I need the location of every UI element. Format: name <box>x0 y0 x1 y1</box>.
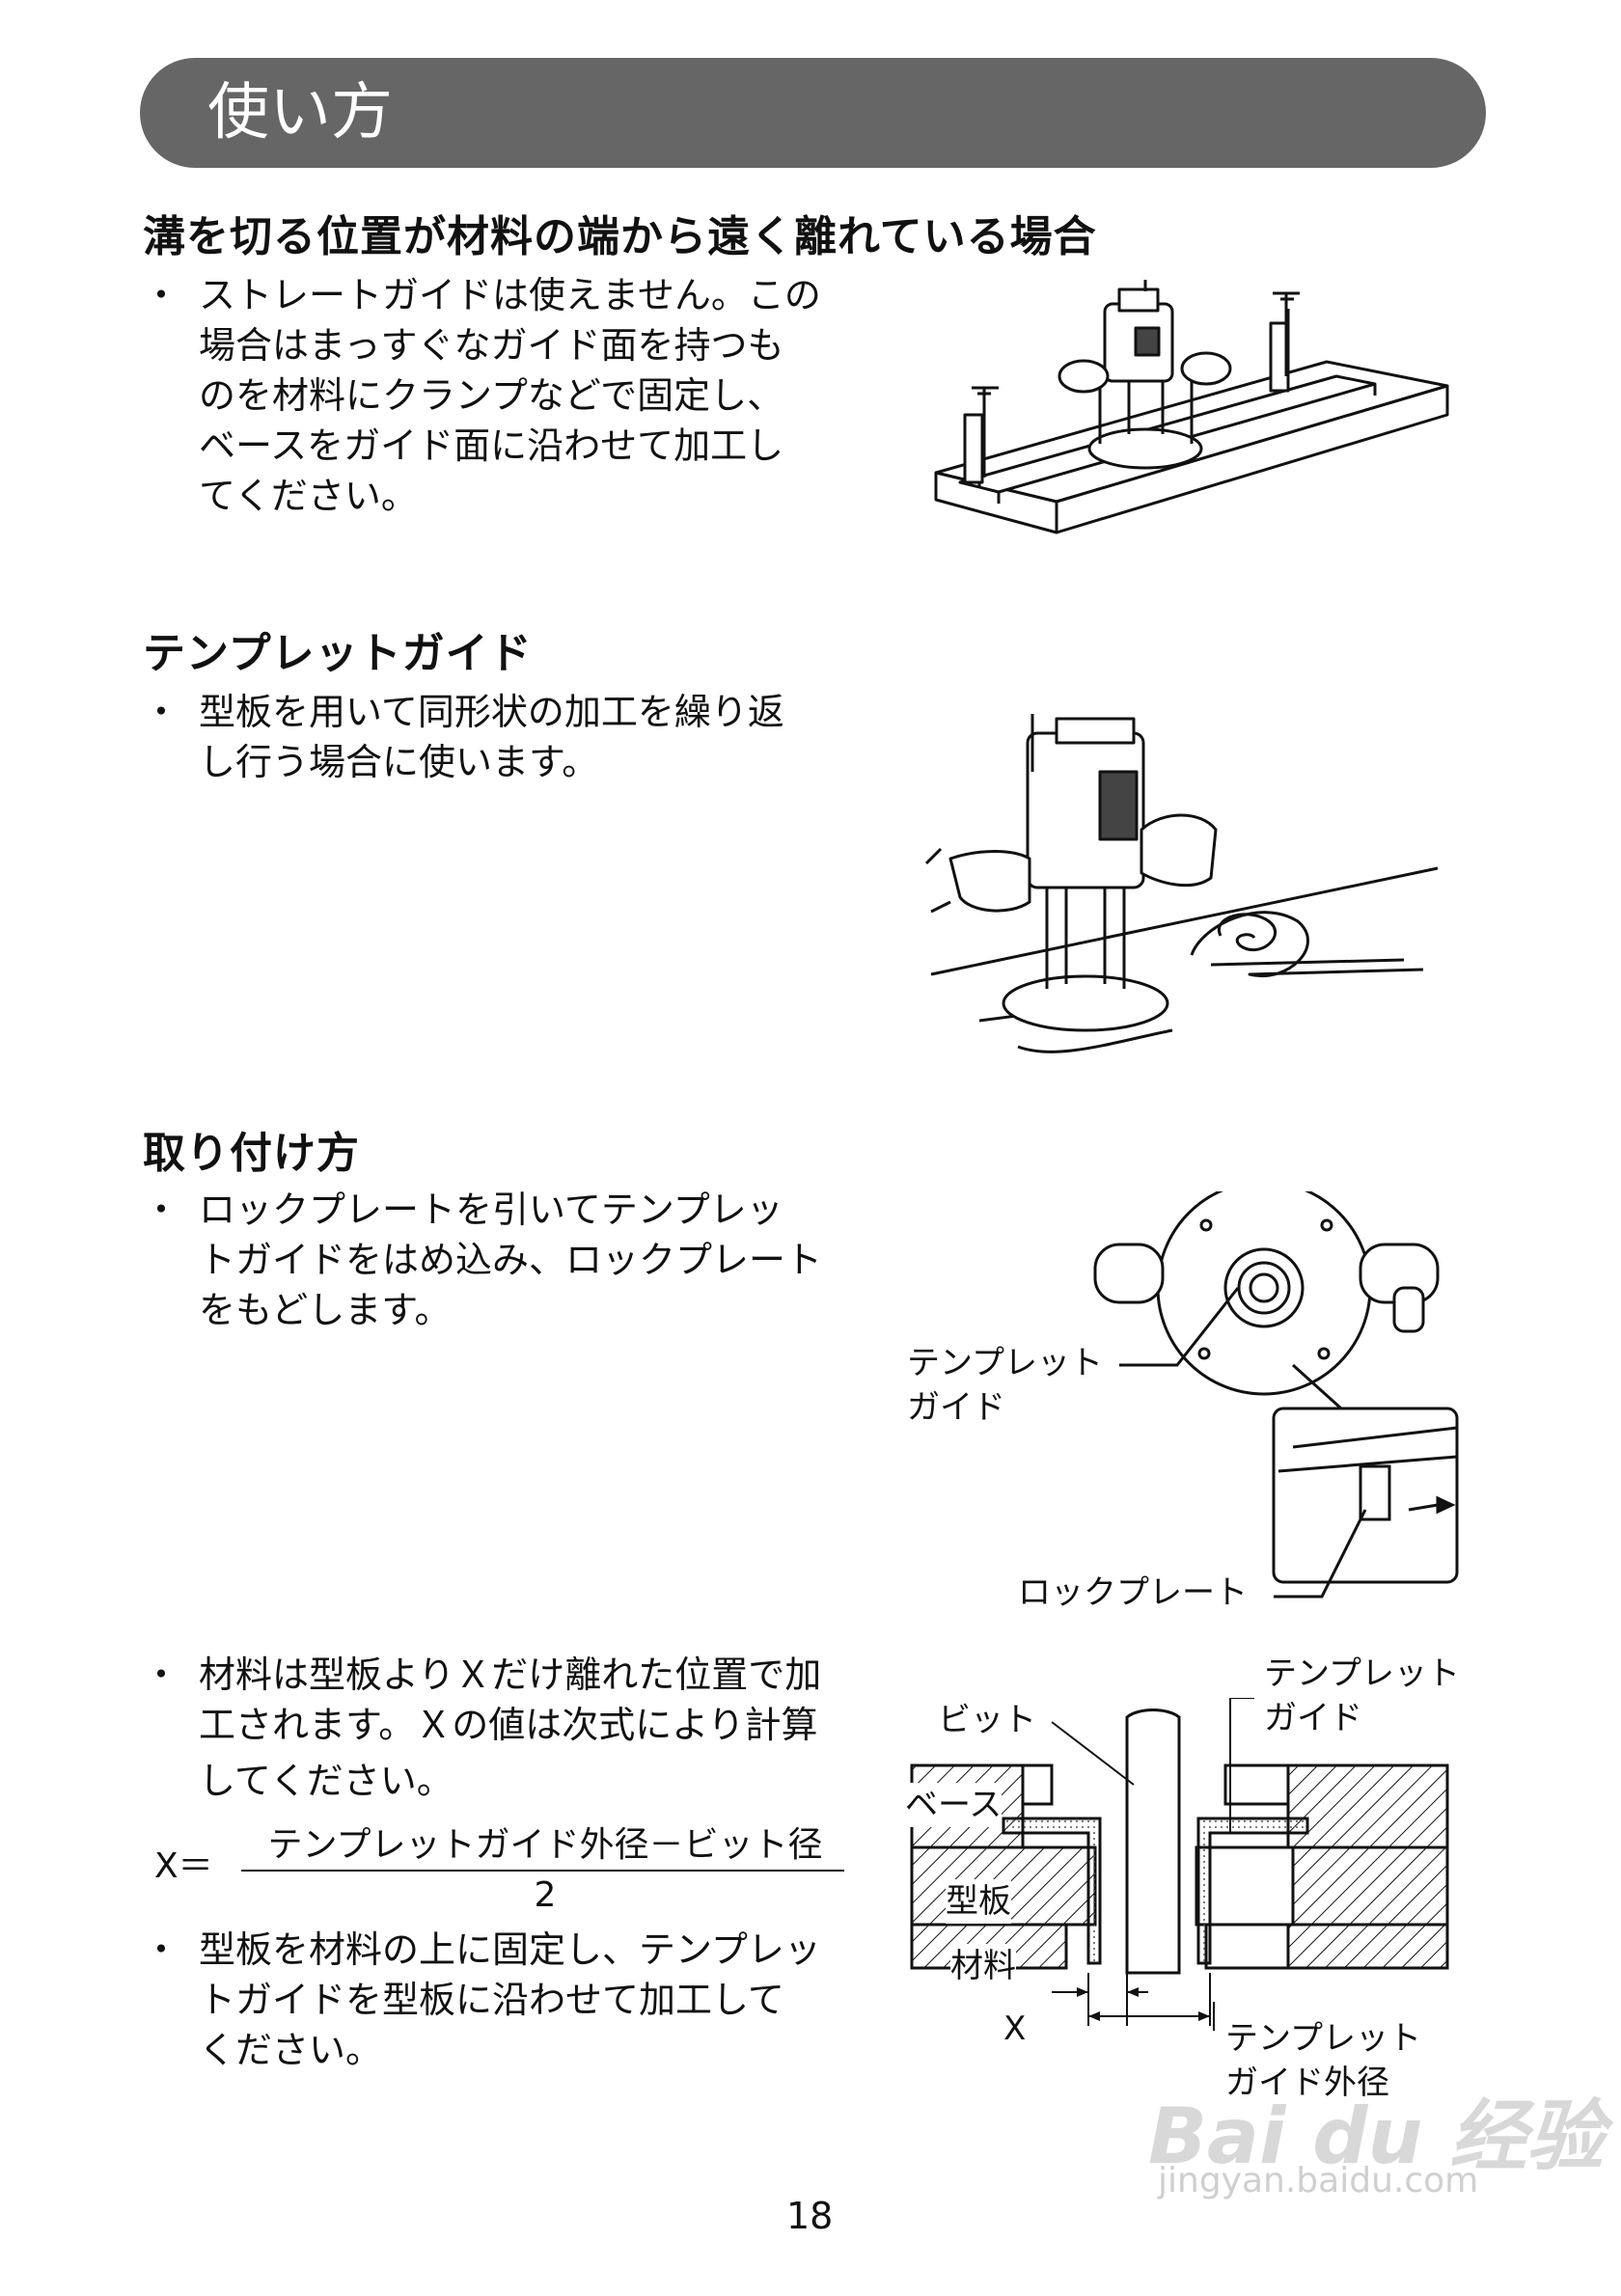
formula-denominator: 2 <box>534 1875 557 1915</box>
section3-line: トガイドをはめ込み、ロックプレート <box>199 1239 823 1281</box>
label-line: ガイド <box>1264 1699 1362 1737</box>
page-number: 18 <box>786 2195 834 2237</box>
material-label: 材料 <box>950 1944 1016 1988</box>
page-title: 使い方 <box>207 77 393 149</box>
bullet-dot: ・ <box>143 1654 180 1696</box>
section1-heading: 溝を切る位置が材料の端から遠く離れている場合 <box>143 212 1097 261</box>
section1-line: のを材料にクランプなどで固定し、 <box>199 374 784 417</box>
section2-bullet: ・ 型板を用いて同形状の加工を繰り返 し行う場合に使います。 <box>143 687 876 793</box>
section1-line: ベースをガイド面に沿わせて加工し <box>199 424 784 467</box>
section4-line: ください。 <box>199 2029 383 2071</box>
section2-line: 型板を用いて同形状の加工を繰り返 <box>199 691 784 733</box>
label-line: テンプレット <box>1264 1654 1460 1693</box>
section4-line: 材料は型板よりＸだけ離れた位置で加 <box>199 1654 822 1696</box>
bullet-dot: ・ <box>143 1928 180 1971</box>
label-line: ガイド <box>907 1388 1005 1427</box>
section1-line: てください。 <box>199 475 418 517</box>
formula-lhs: X＝ <box>154 1846 213 1886</box>
section1-bullet: ・ ストレートガイドは使えません。この 場合はまっすぐなガイド面を持つも のを材… <box>143 270 876 531</box>
section4-line: してください。 <box>199 1760 453 1802</box>
bit-label: ビット <box>938 1701 1036 1739</box>
section2-line: し行う場合に使います。 <box>199 741 599 783</box>
section4-line: トガイドを型板に沿わせて加工して <box>199 1979 784 2021</box>
cross-section-diagram <box>910 1698 1449 2031</box>
section4-bullet2: ・ 型板を材料の上に固定し、テンプレッ トガイドを型板に沿わせて加工して くださ… <box>143 1925 876 2079</box>
label-line: ガイド外径 <box>1225 2064 1389 2102</box>
label-line: テンプレット <box>1225 2019 1421 2058</box>
x-formula: X＝ テンプレットガイド外径－ビット径 2 <box>154 1823 849 1920</box>
template-label: 型板 <box>946 1879 1011 1924</box>
section1-line: ストレートガイドは使えません。この <box>199 274 821 316</box>
outer-diameter-label: テンプレット ガイド外径 <box>1225 2016 1421 2105</box>
fraction-bar <box>241 1870 844 1872</box>
section-header-bar: 使い方 <box>140 58 1486 168</box>
bullet-dot: ・ <box>143 691 180 733</box>
bullet-dot: ・ <box>143 1189 180 1231</box>
section4-line: 工されます。Ｘの値は次式により計算 <box>199 1704 818 1746</box>
base-label: ベース <box>905 1783 1003 1827</box>
section3-line: をもどします。 <box>199 1289 452 1331</box>
section2-heading: テンプレットガイド <box>143 629 533 678</box>
section1-line: 場合はまっすぐなガイド面を持つも <box>199 324 784 367</box>
section3-heading: 取り付け方 <box>143 1129 360 1178</box>
label-line: テンプレット <box>907 1344 1103 1382</box>
template-guide-label-2: テンプレット ガイド <box>1264 1652 1460 1740</box>
watermark-logo: Bai du 经验 <box>1148 2091 1605 2181</box>
section4-bullet: ・ 材料は型板よりＸだけ離れた位置で加 工されます。Ｘの値は次式により計算 して… <box>143 1650 876 1804</box>
section4-line: 型板を材料の上に固定し、テンプレッ <box>199 1928 821 1971</box>
template-guide-label: テンプレット ガイド <box>907 1341 1103 1430</box>
x-label: X <box>1003 2009 1027 2048</box>
lock-plate-label: ロックプレート <box>1018 1573 1248 1612</box>
section3-line: ロックプレートを引いてテンプレッ <box>199 1189 783 1231</box>
bullet-dot: ・ <box>143 274 180 316</box>
router-template-illustration <box>924 714 1439 1053</box>
formula-numerator: テンプレットガイド外径－ビット径 <box>267 1825 823 1865</box>
router-base-illustration <box>1093 1191 1459 1599</box>
router-clamp-illustration <box>934 280 1449 534</box>
section3-bullet: ・ ロックプレートを引いてテンプレッ トガイドをはめ込み、ロックプレート をもど… <box>143 1185 876 1339</box>
watermark-url: jingyan.baidu.com <box>1158 2161 1479 2200</box>
